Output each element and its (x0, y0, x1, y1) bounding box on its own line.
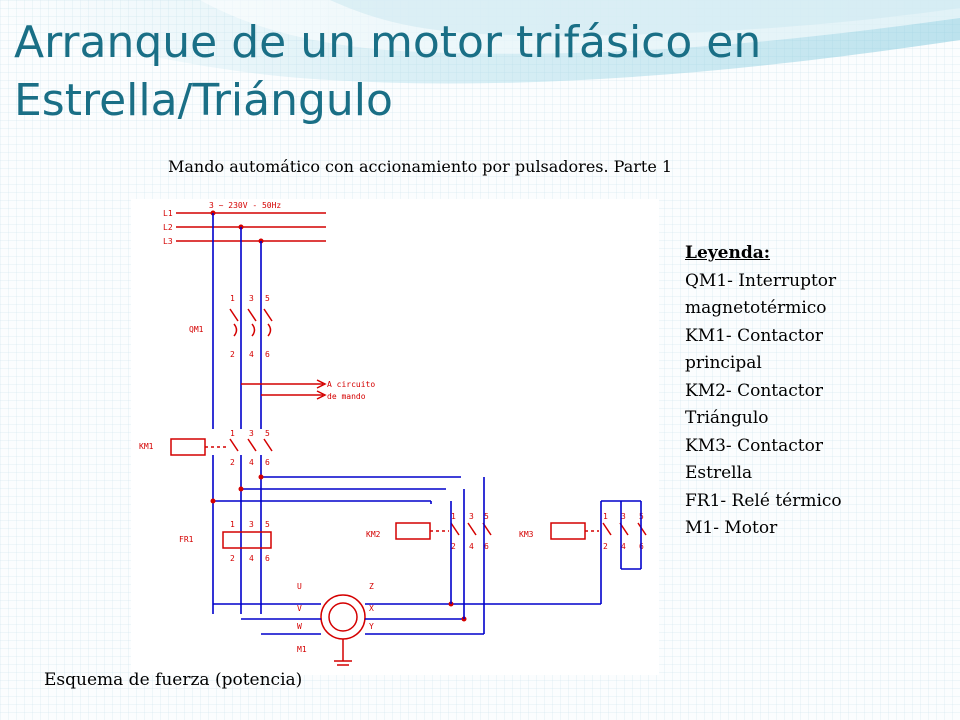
line-label-l3: L3 (163, 237, 173, 246)
svg-text:3: 3 (469, 512, 474, 521)
km3-label: KM3 (519, 530, 534, 539)
legend-item: Estrella (685, 463, 753, 483)
legend: Leyenda: QM1- Interruptor magnetotérmico… (685, 240, 945, 543)
svg-text:2: 2 (603, 542, 608, 551)
legend-item: FR1- Relé térmico (685, 490, 842, 511)
line-label-l2: L2 (163, 223, 173, 232)
svg-text:6: 6 (484, 542, 489, 551)
supply-label: 3 ~ 230V - 50Hz (209, 201, 281, 210)
svg-text:3: 3 (249, 429, 254, 438)
legend-item: M1- Motor (685, 518, 778, 538)
legend-item: Triángulo (685, 408, 769, 428)
slide-title-line-1: Arranque de un motor trifásico en (14, 17, 762, 68)
svg-text:1: 1 (451, 512, 456, 521)
power-circuit-diagram: 3 ~ 230V - 50Hz L1 L2 L3 QM1 1 3 5 2 4 6 A c… (131, 199, 659, 675)
svg-text:2: 2 (230, 554, 235, 563)
legend-item: KM1- Contactor (685, 325, 823, 346)
legend-item: principal (685, 353, 762, 373)
diagram-caption: Esquema de fuerza (potencia) (44, 670, 303, 690)
svg-text:1: 1 (230, 520, 235, 529)
svg-text:V: V (297, 604, 302, 613)
fr1-label: FR1 (179, 535, 194, 544)
svg-text:2: 2 (230, 350, 235, 359)
km1-label: KM1 (139, 442, 154, 451)
slide-subtitle: Mando automático con accionamiento por p… (168, 157, 673, 176)
svg-text:6: 6 (265, 458, 270, 467)
svg-text:4: 4 (249, 554, 254, 563)
svg-text:Y: Y (369, 622, 374, 631)
legend-item: QM1- Interruptor (685, 270, 837, 291)
svg-text:2: 2 (451, 542, 456, 551)
svg-text:4: 4 (621, 542, 626, 551)
control-note-1: A circuito (327, 380, 375, 389)
svg-text:5: 5 (265, 520, 270, 529)
slide-title: Arranque de un motor trifásico en Estrel… (14, 14, 944, 130)
km2-label: KM2 (366, 530, 381, 539)
svg-text:3: 3 (621, 512, 626, 521)
legend-title: Leyenda: (685, 243, 770, 263)
header-swoosh (0, 0, 960, 84)
svg-text:4: 4 (249, 350, 254, 359)
svg-text:X: X (369, 604, 374, 613)
svg-text:5: 5 (265, 429, 270, 438)
svg-text:3: 3 (249, 520, 254, 529)
slide-title-line-2: Estrella/Triángulo (14, 75, 393, 126)
svg-text:5: 5 (484, 512, 489, 521)
svg-text:4: 4 (469, 542, 474, 551)
svg-text:6: 6 (265, 554, 270, 563)
svg-text:5: 5 (265, 294, 270, 303)
svg-text:3: 3 (249, 294, 254, 303)
svg-text:W: W (297, 622, 302, 631)
svg-text:U: U (297, 582, 302, 591)
svg-text:1: 1 (603, 512, 608, 521)
svg-text:1: 1 (230, 294, 235, 303)
control-note-2: de mando (327, 392, 366, 401)
qm1-label: QM1 (189, 325, 204, 334)
svg-text:2: 2 (230, 458, 235, 467)
legend-item: KM3- Contactor (685, 435, 823, 456)
svg-text:1: 1 (230, 429, 235, 438)
svg-text:6: 6 (265, 350, 270, 359)
line-label-l1: L1 (163, 209, 173, 218)
legend-item: magnetotérmico (685, 298, 827, 318)
svg-text:Z: Z (369, 582, 374, 591)
legend-item: KM2- Contactor (685, 380, 823, 401)
svg-text:4: 4 (249, 458, 254, 467)
m1-label: M1 (297, 645, 307, 654)
